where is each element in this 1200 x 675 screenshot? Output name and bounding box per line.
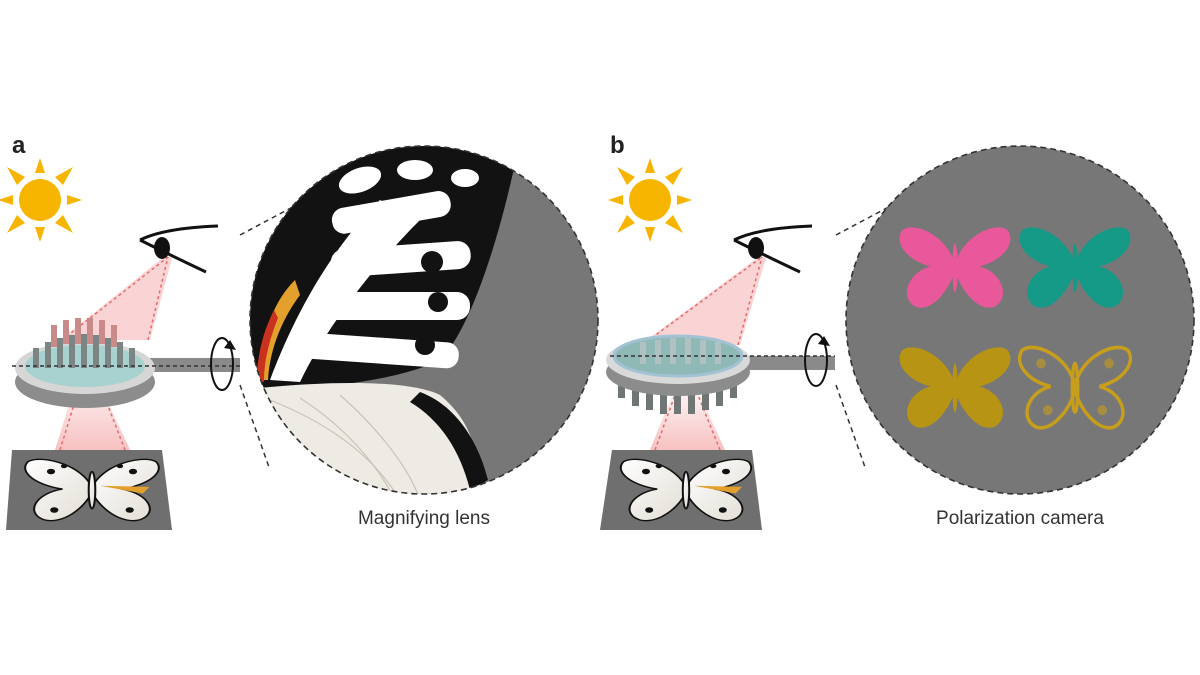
magnified-view xyxy=(249,145,599,495)
polarization-view xyxy=(845,145,1195,495)
eye-icon xyxy=(139,224,219,274)
reflected-beam xyxy=(640,256,766,345)
panel-label-b: b xyxy=(610,132,625,159)
rotation-arrow-icon xyxy=(210,337,236,391)
sun-icon xyxy=(608,158,692,242)
sample-plane xyxy=(600,450,762,530)
sun-icon xyxy=(0,158,82,242)
eye-icon xyxy=(733,224,813,274)
lens-device xyxy=(606,334,835,414)
sample-plane xyxy=(6,450,172,530)
rotation-arrow-icon xyxy=(804,333,830,387)
caption-magnifying-lens: Magnifying lens xyxy=(357,508,491,529)
panel-label-a: a xyxy=(12,132,26,159)
lens-device xyxy=(12,318,240,408)
caption-polarization-camera: Polarization camera xyxy=(936,508,1104,529)
